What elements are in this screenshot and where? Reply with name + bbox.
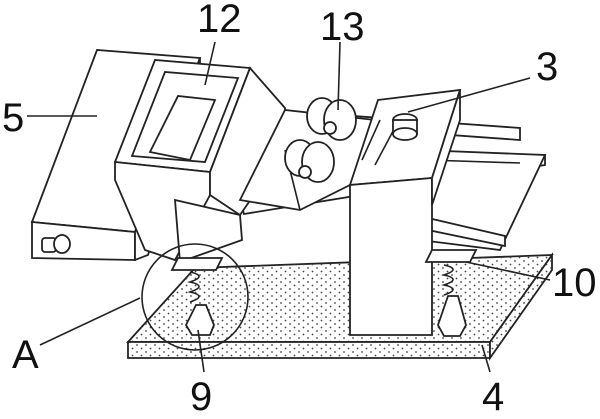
label-4: 4 bbox=[482, 375, 504, 419]
vibration-column bbox=[348, 88, 462, 336]
spring-left bbox=[170, 257, 224, 336]
leader-lines bbox=[27, 41, 551, 373]
label-a: A bbox=[12, 333, 39, 377]
label-12: 12 bbox=[197, 0, 242, 41]
label-13: 13 bbox=[320, 5, 365, 49]
rollers bbox=[284, 97, 357, 183]
label-3: 3 bbox=[536, 45, 558, 89]
label-10: 10 bbox=[552, 261, 597, 305]
spring-right bbox=[424, 249, 478, 337]
feed-hopper bbox=[113, 59, 286, 264]
label-9: 9 bbox=[190, 375, 212, 419]
detail-circle-a bbox=[141, 243, 249, 351]
label-5: 5 bbox=[2, 96, 24, 140]
